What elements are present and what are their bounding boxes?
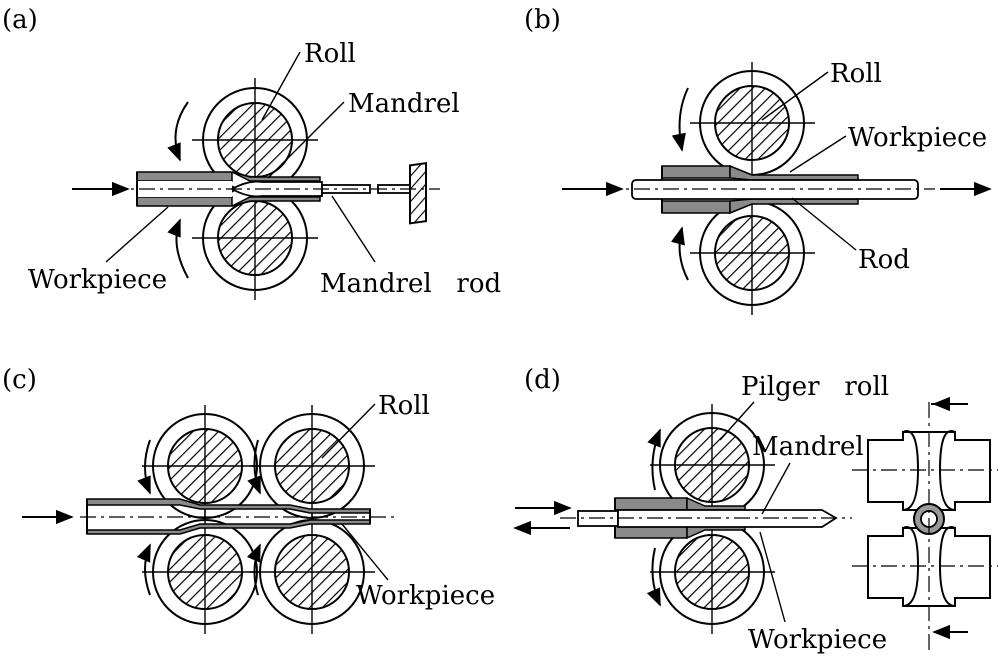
panel-d-bottom-pilger-roll xyxy=(650,510,775,634)
panel-d: (d) xyxy=(513,365,998,655)
panel-a-top-roll xyxy=(192,78,318,202)
panel-c-workpiece-label: Workpiece xyxy=(356,581,495,611)
panel-c-roll-bottom-right xyxy=(250,510,375,634)
panel-b-workpiece-label: Workpiece xyxy=(848,123,987,153)
panel-a-roll-label: Roll xyxy=(304,39,356,69)
panel-a-mandrel-rod-label: Mandrel rod xyxy=(320,269,501,299)
panel-a-workpiece-label: Workpiece xyxy=(28,265,167,295)
panel-b-label: (b) xyxy=(524,5,561,35)
panel-d-mandrel-label: Mandrel xyxy=(752,432,864,462)
panel-c-label: (c) xyxy=(2,365,37,395)
panel-c: (c) xyxy=(2,365,495,634)
panel-c-roll-bottom-left xyxy=(142,510,268,634)
panel-d-side-view xyxy=(852,396,998,650)
panel-d-label: (d) xyxy=(524,365,561,395)
panel-c-workpiece xyxy=(86,498,371,535)
panel-c-roll-label: Roll xyxy=(378,391,430,421)
panel-b: (b) Roll Workpiece xyxy=(524,5,992,315)
panel-d-top-pilger-roll xyxy=(650,404,775,527)
panel-b-rod-label: Rod xyxy=(858,245,910,275)
panel-d-pilger-roll-label: Pilger roll xyxy=(741,372,889,402)
panel-b-workpiece xyxy=(661,164,859,215)
panel-a: (a) xyxy=(2,5,501,300)
panel-d-workpiece-label: Workpiece xyxy=(748,625,887,655)
panel-a-mandrel-label: Mandrel xyxy=(348,89,460,119)
panel-b-roll-label: Roll xyxy=(830,59,882,89)
panel-a-label: (a) xyxy=(2,5,38,35)
panel-a-workpiece xyxy=(136,171,321,207)
panel-b-bottom-roll xyxy=(690,192,815,315)
panel-b-top-roll xyxy=(690,62,815,186)
panel-c-roll-top-right xyxy=(250,405,375,528)
